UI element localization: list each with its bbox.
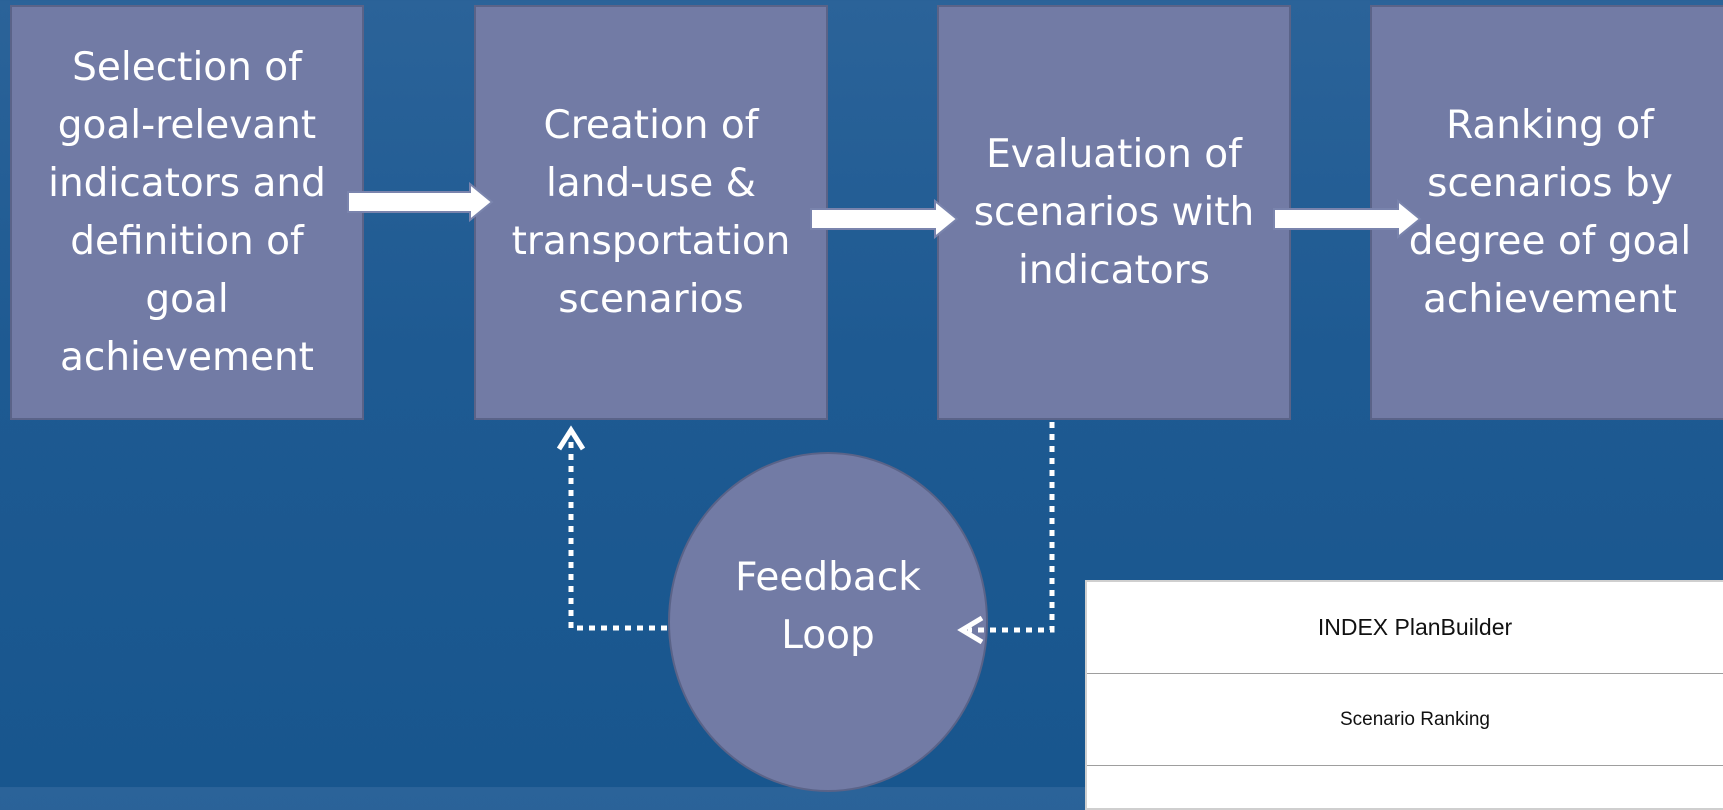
step-4-box: Ranking of scenarios by degree of goal a…	[1370, 5, 1723, 420]
planbuilder-title-row: INDEX PlanBuilder	[1087, 582, 1723, 674]
step-1-box: Selection of goal-relevant indicators an…	[10, 5, 364, 420]
step-4-label: Ranking of scenarios by degree of goal a…	[1408, 102, 1692, 322]
planbuilder-panel: INDEX PlanBuilder Scenario Ranking	[1085, 580, 1723, 810]
feedback-arrowhead-out	[556, 425, 586, 451]
planbuilder-title: INDEX PlanBuilder	[1317, 614, 1513, 640]
planbuilder-subtitle-row: Scenario Ranking	[1087, 674, 1723, 766]
feedback-loop-circle: Feedback Loop	[668, 452, 988, 792]
step-2-label: Creation of land-use & transportation sc…	[511, 102, 791, 322]
feedback-loop-label: Feedback Loop	[735, 555, 921, 658]
step-3-label: Evaluation of scenarios with indicators	[973, 131, 1255, 293]
feedback-connector-out	[568, 438, 667, 631]
arrow-step2-to-step3	[810, 198, 959, 240]
feedback-arrowhead-in	[957, 615, 984, 645]
scenario-ranking-label: Scenario Ranking	[1340, 708, 1490, 730]
diagram-connectors	[347, 181, 1422, 645]
step-3-box: Evaluation of scenarios with indicators	[937, 5, 1291, 420]
feedback-connector-in	[968, 422, 1055, 633]
arrow-step1-to-step2	[347, 181, 494, 223]
step-2-box: Creation of land-use & transportation sc…	[474, 5, 828, 420]
arrow-step3-to-step4	[1273, 198, 1422, 240]
step-1-label: Selection of goal-relevant indicators an…	[48, 44, 326, 380]
